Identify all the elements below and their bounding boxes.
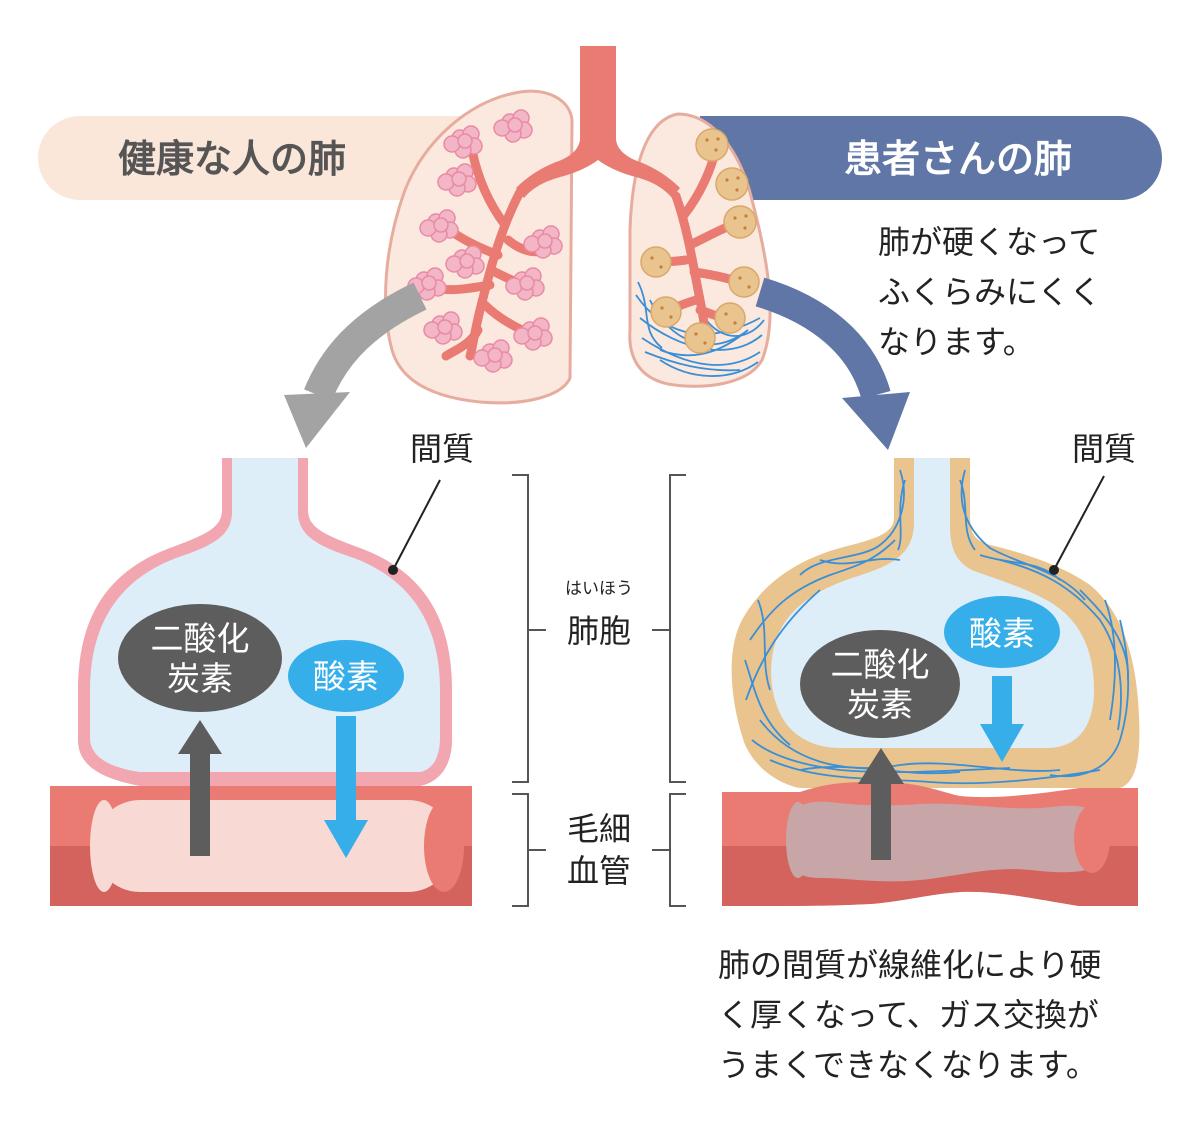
patient-interstitium-fibers <box>744 469 1130 785</box>
patient-o2-arrow <box>980 676 1024 762</box>
patient-note-line-1: 肺が硬くなって <box>878 223 1100 261</box>
healthy-lung-banner: 健康な人の肺 <box>38 116 470 200</box>
healthy-o2-bubble: 酸素 <box>288 640 404 712</box>
capillary-label-2: 血管 <box>567 852 631 890</box>
patient-o2-label: 酸素 <box>969 614 1035 653</box>
healthy-co2-arrow <box>178 720 222 856</box>
patient-alveoli-clusters <box>640 128 760 354</box>
healthy-co2-bubble: 二酸化 炭素 <box>118 604 282 712</box>
healthy-interstitium-label: 間質 <box>410 430 474 468</box>
healthy-lung-title: 健康な人の肺 <box>118 137 346 181</box>
patient-co2-arrow <box>858 748 904 860</box>
center-brackets <box>512 474 686 907</box>
healthy-alveoli-clusters <box>407 109 563 373</box>
healthy-o2-label: 酸素 <box>313 657 379 696</box>
patient-note-line-3: なります。 <box>878 323 1035 361</box>
bottom-note: 肺の間質が線維化により硬 く厚くなって、ガス交換が うまくできなくなります。 <box>718 946 1101 1084</box>
patient-lung-banner: 患者さんの肺 <box>700 116 1162 200</box>
patient-co2-label-1: 二酸化 <box>831 645 930 684</box>
trachea <box>516 46 680 198</box>
patient-lung-title: 患者さんの肺 <box>844 137 1072 181</box>
patient-note-line-2: ふくらみにくく <box>878 273 1101 311</box>
bottom-note-line-3: うまくできなくなります。 <box>718 1046 1098 1084</box>
patient-interstitium-label: 間質 <box>1072 430 1136 468</box>
alveolus-ruby: はいほう <box>565 579 633 599</box>
patient-alveoli-dots <box>650 137 751 345</box>
healthy-alveolus-lumen <box>90 458 440 772</box>
patient-capillary <box>722 782 1138 906</box>
healthy-capillary <box>50 786 472 906</box>
patient-zoom-arrow <box>755 277 910 450</box>
healthy-interstitium-callout: 間質 <box>388 430 474 575</box>
patient-co2-bubble: 二酸化 炭素 <box>800 630 960 738</box>
patient-alveolus <box>731 458 1140 788</box>
patient-co2-label-2: 炭素 <box>847 685 913 724</box>
capillary-label-1: 毛細 <box>567 810 631 848</box>
healthy-co2-label-1: 二酸化 <box>151 619 250 658</box>
fibrosis-patch <box>635 281 765 377</box>
bottom-note-line-1: 肺の間質が線維化により硬 <box>718 946 1101 984</box>
patient-note: 肺が硬くなって ふくらみにくく なります。 <box>878 223 1101 361</box>
healthy-co2-label-2: 炭素 <box>167 659 233 698</box>
healthy-o2-arrow <box>324 716 368 858</box>
patient-interstitium-callout: 間質 <box>1049 430 1136 575</box>
healthy-alveolus <box>78 458 452 786</box>
patient-o2-bubble: 酸素 <box>944 596 1060 668</box>
healthy-zoom-arrow <box>284 282 427 448</box>
alveolus-label: 肺胞 <box>567 612 631 650</box>
lungs-illustration <box>384 46 772 405</box>
bottom-note-line-2: く厚くなって、ガス交換が <box>718 996 1099 1034</box>
